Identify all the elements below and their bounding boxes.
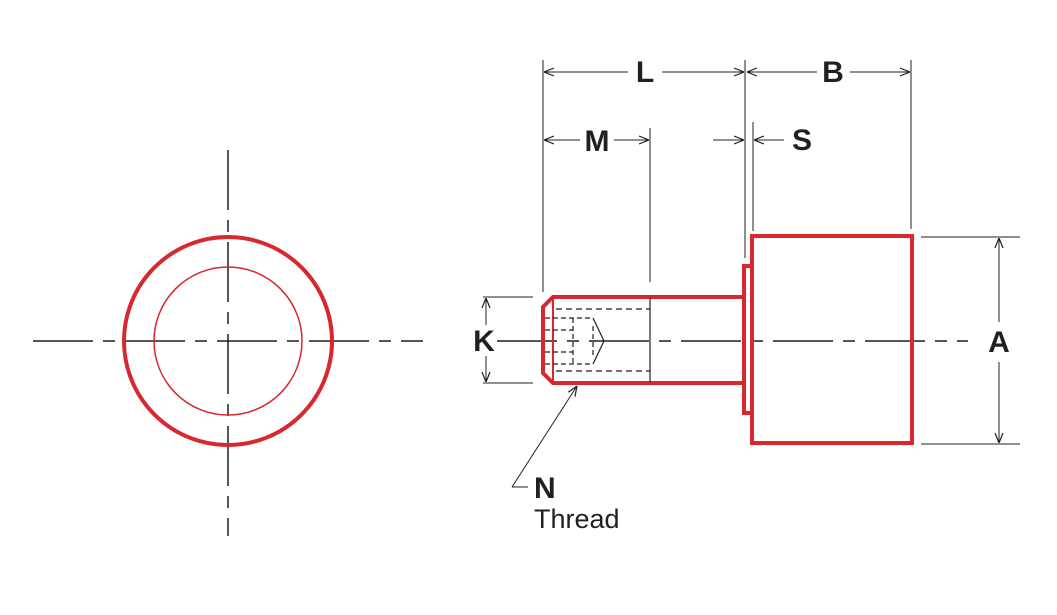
thread-detail [545, 298, 651, 382]
cam-follower-part [541, 234, 914, 445]
dimension-k: K [473, 298, 495, 382]
stud-circle [153, 266, 303, 416]
hex-socket-tip [592, 317, 605, 365]
dimension-s-label: S [792, 124, 812, 157]
dimension-l-label: L [636, 56, 654, 89]
dimension-l: L [544, 56, 744, 89]
end-view [33, 150, 423, 536]
dimension-b: B [747, 56, 910, 89]
dimension-b-label: B [822, 56, 844, 89]
thread-callout-text: Thread [534, 504, 620, 534]
dimension-m: M [544, 125, 649, 158]
dimension-a-label: A [988, 326, 1010, 359]
outer-diameter-circle [122, 235, 334, 447]
roller-outline [750, 234, 914, 445]
side-view: L B M S K A [473, 56, 1020, 534]
thread-leader-line [511, 386, 577, 488]
thread-callout: N Thread [511, 386, 620, 534]
dimension-a: A [988, 238, 1010, 443]
thread-callout-n-label: N [534, 472, 556, 505]
dimension-s: S [713, 124, 812, 157]
stud-outline [541, 295, 744, 385]
dimension-k-label: K [473, 325, 495, 358]
flange-outline [742, 264, 754, 415]
dimension-m-label: M [585, 125, 610, 158]
